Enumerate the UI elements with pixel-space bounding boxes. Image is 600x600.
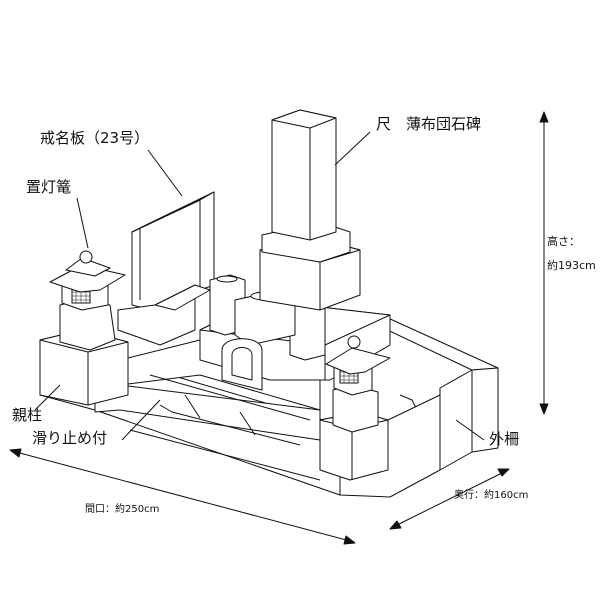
leader-lines: [34, 131, 485, 441]
depth-arrow: [389, 468, 510, 530]
leader-oyabashira: [34, 384, 61, 411]
leader-kaimyoban: [147, 149, 183, 197]
label-height-title: 高さ：: [547, 235, 580, 248]
label-okidoro: 置灯篭: [26, 178, 72, 196]
label-okuyuki: 奥行：約160cm: [454, 490, 529, 501]
leader-suberidome: [121, 399, 161, 441]
label-oyabashira: 親柱: [12, 406, 43, 424]
label-maguchi: 間口：約250cm: [85, 504, 160, 515]
label-shaku: 尺 薄布団石碑: [376, 115, 482, 133]
monument-pillar: [271, 109, 337, 241]
width-arrow: [9, 448, 356, 545]
label-kaimyoban: 戒名板（23号）: [40, 129, 150, 147]
fence-back-right-wall: [361, 317, 499, 471]
incense-holder: [221, 338, 263, 391]
label-sotosaku: 外柵: [489, 430, 520, 448]
height-arrow: [539, 111, 549, 415]
kaimyoban-plaque: [117, 191, 215, 346]
right-lantern: [325, 335, 391, 433]
left-lantern: [49, 250, 126, 351]
label-suberidome: 滑り止め付: [32, 429, 108, 447]
label-height-value: 約193cm: [547, 259, 596, 272]
leader-okidoro: [76, 197, 89, 249]
leader-sotosaku: [455, 419, 485, 441]
leader-shaku: [334, 131, 371, 166]
